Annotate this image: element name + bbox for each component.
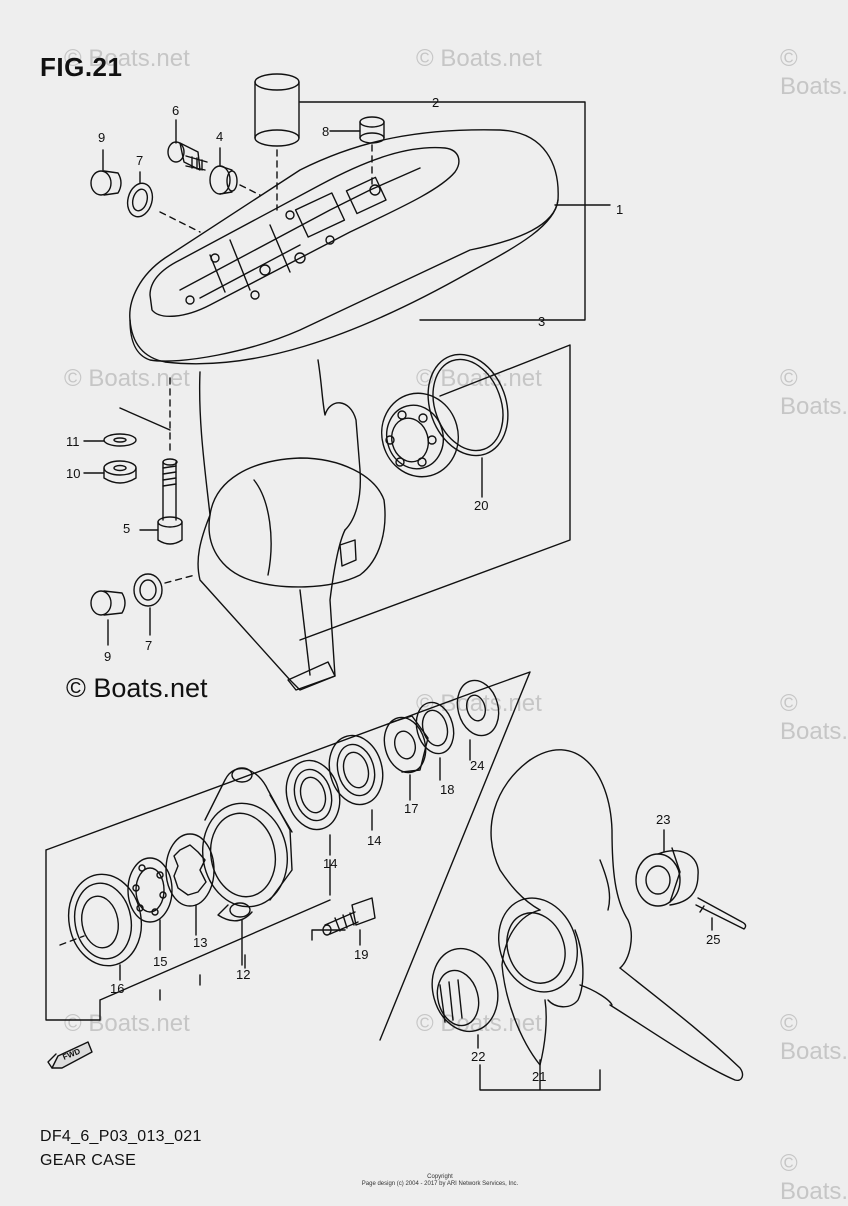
propeller-nut-part-23 — [635, 847, 699, 907]
leader-line — [299, 101, 586, 321]
watermark: © Boats.net — [64, 45, 190, 72]
callout-5: 5 — [123, 521, 130, 536]
watermark: © Boats.net — [780, 1010, 848, 1065]
callout-24: 24 — [470, 758, 484, 773]
diagram-name: GEAR CASE — [40, 1152, 137, 1169]
callout-22: 22 — [471, 1049, 485, 1064]
callout-17: 17 — [404, 801, 418, 816]
watermark: © Boats.net — [780, 45, 848, 100]
watermark: © Boats.net — [780, 365, 848, 420]
callout-10: 10 — [66, 466, 80, 481]
callout-labels: 1 2 3 4 5 6 7 7 8 9 9 10 11 12 13 14 14 … — [66, 95, 720, 1084]
watermark: © Boats.net — [64, 1010, 190, 1037]
cotter-pin-part-25 — [695, 897, 747, 930]
leader-line — [99, 859, 346, 1021]
callout-9a: 9 — [98, 130, 105, 145]
group-bracket — [299, 344, 571, 641]
leader-line — [119, 407, 171, 431]
callout-1: 1 — [616, 202, 623, 217]
leader-dashed — [59, 935, 85, 946]
fine-print-line-2: Page design (c) 2004 - 2017 by ARI Netwo… — [361, 1181, 519, 1187]
watermark: © Boats.net — [64, 365, 190, 392]
washer-part-24 — [456, 679, 500, 737]
callout-14b: 14 — [367, 833, 381, 848]
callout-6: 6 — [172, 103, 179, 118]
spacer-part-22 — [431, 947, 499, 1033]
nut-part-10 — [103, 460, 137, 484]
copyright-label: © Boats.net — [66, 673, 208, 703]
oil-seal-part-14a — [285, 759, 341, 831]
washer-part-18 — [415, 701, 455, 755]
collar-part-4 — [209, 165, 238, 195]
gasket-part-7-top — [126, 182, 154, 218]
callout-14a: 14 — [323, 856, 337, 871]
watermark: © Boats.net — [416, 45, 542, 72]
washer-part-11 — [103, 433, 137, 447]
watermark: © Boats.net — [416, 365, 542, 392]
bearing-part-16 — [67, 873, 143, 967]
gear-case-housing — [129, 129, 559, 691]
callout-7b: 7 — [145, 638, 152, 653]
callout-21: 21 — [532, 1069, 546, 1084]
callout-13: 13 — [193, 935, 207, 950]
figure-title: FIG.21 — [40, 52, 123, 82]
callout-12: 12 — [236, 967, 250, 982]
fine-print-line-1: Copyright — [427, 1174, 453, 1180]
callout-4: 4 — [216, 129, 223, 144]
callout-11: 11 — [66, 434, 80, 449]
oil-seal-part-14b — [328, 734, 384, 806]
callout-25: 25 — [706, 932, 720, 947]
plug-part-9-bottom — [90, 590, 126, 616]
group-bracket — [45, 671, 531, 1041]
diagram-code: DF4_6_P03_013_021 — [40, 1128, 202, 1145]
callout-23: 23 — [656, 812, 670, 827]
bolt-part-6 — [167, 141, 208, 171]
propeller-part-21 — [490, 749, 744, 1082]
callout-19: 19 — [354, 947, 368, 962]
bearing-part-3 — [381, 392, 459, 478]
callout-18: 18 — [440, 782, 454, 797]
ring-part-13 — [165, 833, 215, 907]
o-ring-part-20 — [427, 353, 509, 457]
bushing-part-8 — [359, 116, 385, 144]
bolt-part-19 — [322, 897, 376, 936]
callout-16: 16 — [110, 981, 124, 996]
leader-dashed — [239, 184, 261, 196]
callout-7a: 7 — [136, 153, 143, 168]
callout-8: 8 — [322, 124, 329, 139]
callout-9b: 9 — [104, 649, 111, 664]
watermark: © Boats.net — [780, 690, 848, 745]
spacer-part-17 — [383, 715, 429, 774]
leader-line — [479, 1059, 601, 1091]
callout-2: 2 — [432, 95, 439, 110]
bushing-part-2 — [254, 73, 300, 147]
bearing-housing-part-12 — [201, 767, 293, 922]
callout-leaders — [83, 119, 713, 1049]
plug-part-9-top — [90, 170, 122, 196]
callout-15: 15 — [153, 954, 167, 969]
forward-arrow-icon: FWD — [47, 1041, 93, 1069]
fine-print: Copyright Page design (c) 2004 - 2017 by… — [340, 1174, 540, 1188]
bearing-part-15 — [127, 857, 173, 923]
callout-3: 3 — [538, 314, 545, 329]
bolt-part-5 — [157, 458, 183, 545]
leader-dashed — [159, 211, 201, 233]
gasket-part-7-bottom — [133, 573, 163, 607]
leader-dashed — [164, 574, 196, 584]
callout-20: 20 — [474, 498, 488, 513]
